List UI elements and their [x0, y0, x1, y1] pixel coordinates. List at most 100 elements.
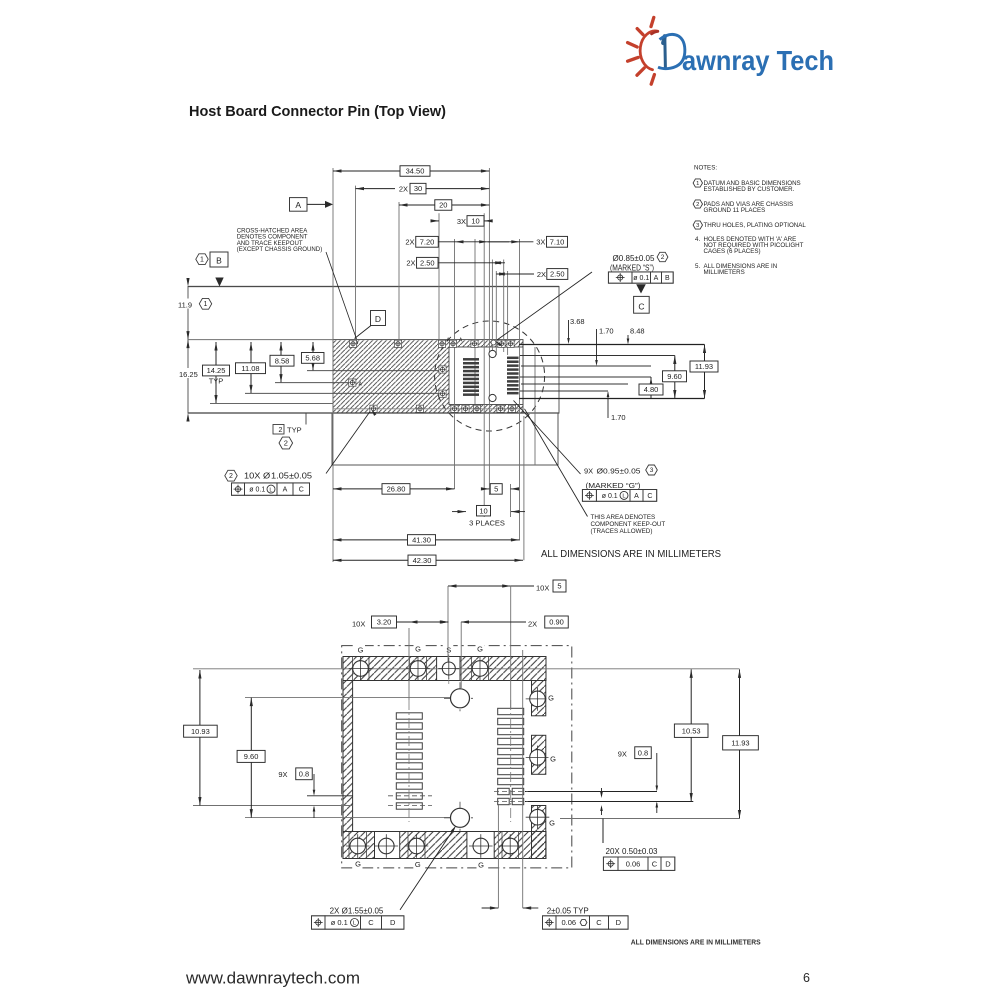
svg-text:TYP: TYP [287, 426, 302, 435]
svg-text:D: D [665, 859, 671, 868]
svg-text:10.53: 10.53 [682, 726, 701, 735]
svg-text:ø 0.1: ø 0.1 [331, 918, 348, 927]
svg-text:3X: 3X [536, 238, 545, 247]
svg-text:A: A [634, 493, 639, 500]
svg-text:11.08: 11.08 [241, 364, 259, 373]
svg-text:2.50: 2.50 [420, 258, 435, 267]
svg-text:2X: 2X [405, 238, 414, 247]
svg-text:7.10: 7.10 [550, 237, 565, 246]
svg-text:TYP: TYP [209, 377, 224, 386]
svg-text:B: B [665, 275, 670, 282]
svg-text:8.58: 8.58 [275, 356, 290, 365]
svg-text:11.9: 11.9 [178, 300, 192, 309]
svg-text:(MARKED “G”): (MARKED “G”) [586, 481, 642, 490]
svg-text:THRU HOLES, PLATING OPTIONAL: THRU HOLES, PLATING OPTIONAL [704, 222, 807, 229]
svg-text:NOTES:: NOTES: [694, 165, 717, 172]
svg-text:7.20: 7.20 [420, 237, 435, 246]
svg-text:20X 0.50±0.03: 20X 0.50±0.03 [606, 847, 659, 856]
svg-text:G: G [550, 755, 556, 764]
svg-text:D: D [375, 314, 381, 324]
svg-text:C: C [299, 486, 304, 493]
svg-text:ø 0.1: ø 0.1 [602, 493, 618, 500]
svg-text:C: C [652, 859, 658, 868]
svg-text:G: G [549, 819, 555, 828]
svg-text:A: A [283, 486, 288, 493]
svg-text:A: A [459, 338, 463, 344]
svg-text:26.80: 26.80 [387, 484, 406, 493]
svg-text:2X: 2X [406, 259, 415, 268]
svg-text:2±0.05 TYP: 2±0.05 TYP [547, 907, 589, 916]
svg-text:1: 1 [200, 257, 204, 264]
svg-text:A: A [447, 338, 451, 344]
svg-text:34.50: 34.50 [406, 167, 425, 176]
svg-text:20: 20 [439, 201, 447, 210]
svg-text:41.30: 41.30 [412, 535, 431, 544]
svg-text:A: A [359, 382, 363, 388]
svg-text:8.48: 8.48 [630, 327, 645, 336]
svg-text:(TRACES ALLOWED): (TRACES ALLOWED) [591, 528, 653, 535]
svg-text:5: 5 [557, 582, 561, 591]
svg-text:30: 30 [414, 184, 422, 193]
svg-text:ALL DIMENSIONS ARE IN: ALL DIMENSIONS ARE IN [704, 263, 778, 270]
svg-text:G: G [355, 860, 361, 869]
svg-text:9X: 9X [584, 467, 593, 476]
svg-text:L: L [353, 921, 357, 927]
svg-text:9.60: 9.60 [244, 752, 259, 761]
svg-text:2X: 2X [528, 620, 537, 629]
svg-text:C: C [368, 918, 374, 927]
svg-text:NOT REQUIRED WITH PICOLIGHT: NOT REQUIRED WITH PICOLIGHT [704, 242, 804, 249]
svg-text:ø 0.1: ø 0.1 [633, 275, 649, 282]
svg-text:2: 2 [696, 202, 699, 208]
svg-text:ø 0.1: ø 0.1 [249, 486, 265, 493]
svg-text:CAGES (6 PLACES): CAGES (6 PLACES) [704, 248, 761, 255]
svg-text:10X: 10X [352, 620, 365, 629]
svg-text:5.68: 5.68 [305, 353, 320, 362]
svg-text:Host Board Connector Pin (Top: Host Board Connector Pin (Top View) [189, 103, 446, 120]
svg-text:D: D [616, 918, 622, 927]
svg-text:HOLES DENOTED WITH 'A' ARE: HOLES DENOTED WITH 'A' ARE [704, 236, 797, 243]
svg-text:10X: 10X [536, 584, 549, 593]
svg-text:3.20: 3.20 [377, 618, 392, 627]
svg-text:2: 2 [284, 439, 288, 448]
svg-text:2X: 2X [399, 184, 408, 193]
svg-text:PADS AND VIAS ARE CHASSIS: PADS AND VIAS ARE CHASSIS [704, 201, 794, 208]
svg-text:C: C [647, 493, 652, 500]
svg-text:1: 1 [204, 301, 208, 308]
svg-text:C: C [596, 918, 602, 927]
svg-text:0.8: 0.8 [299, 769, 309, 778]
svg-text:14.25: 14.25 [207, 366, 226, 375]
svg-text:B: B [216, 256, 222, 266]
svg-text:2X: 2X [537, 270, 546, 279]
svg-text:10.93: 10.93 [191, 727, 210, 736]
svg-text:5: 5 [494, 484, 498, 493]
svg-text:9.60: 9.60 [667, 372, 682, 381]
svg-text:ALL DIMENSIONS ARE IN MILLIMET: ALL DIMENSIONS ARE IN MILLIMETERS [541, 549, 721, 560]
svg-text:awnray Tech: awnray Tech [682, 45, 834, 76]
svg-text:G: G [415, 860, 421, 869]
svg-text:Ø0.95±0.05: Ø0.95±0.05 [597, 467, 641, 476]
svg-text:16.25: 16.25 [179, 370, 198, 379]
svg-text:42.30: 42.30 [413, 556, 432, 565]
svg-text:D: D [390, 918, 396, 927]
svg-text:0.06: 0.06 [626, 859, 641, 868]
svg-text:10: 10 [479, 506, 487, 515]
svg-text:ALL DIMENSIONS ARE IN MILLIMET: ALL DIMENSIONS ARE IN MILLIMETERS [631, 938, 761, 947]
svg-text:3: 3 [650, 467, 654, 474]
svg-text:3X: 3X [457, 217, 466, 226]
svg-text:L: L [622, 494, 626, 500]
svg-text:ESTABLISHED BY CUSTOMER.: ESTABLISHED BY CUSTOMER. [704, 186, 795, 193]
svg-text:0.8: 0.8 [638, 748, 648, 757]
svg-text:4.: 4. [695, 236, 700, 243]
svg-text:L: L [269, 487, 273, 493]
svg-text:COMPONENT KEEP-OUT: COMPONENT KEEP-OUT [591, 521, 666, 528]
svg-text:MILLIMETERS: MILLIMETERS [704, 269, 745, 276]
svg-text:S: S [446, 646, 451, 655]
svg-text:DENOTES COMPONENT: DENOTES COMPONENT [237, 234, 308, 241]
svg-text:2: 2 [661, 254, 665, 261]
svg-text:10: 10 [471, 216, 479, 225]
svg-text:1.70: 1.70 [599, 327, 614, 336]
svg-text:9X: 9X [278, 770, 287, 779]
svg-text:A: A [654, 275, 659, 282]
svg-text:11.93: 11.93 [731, 738, 749, 747]
svg-text:2: 2 [279, 427, 283, 434]
